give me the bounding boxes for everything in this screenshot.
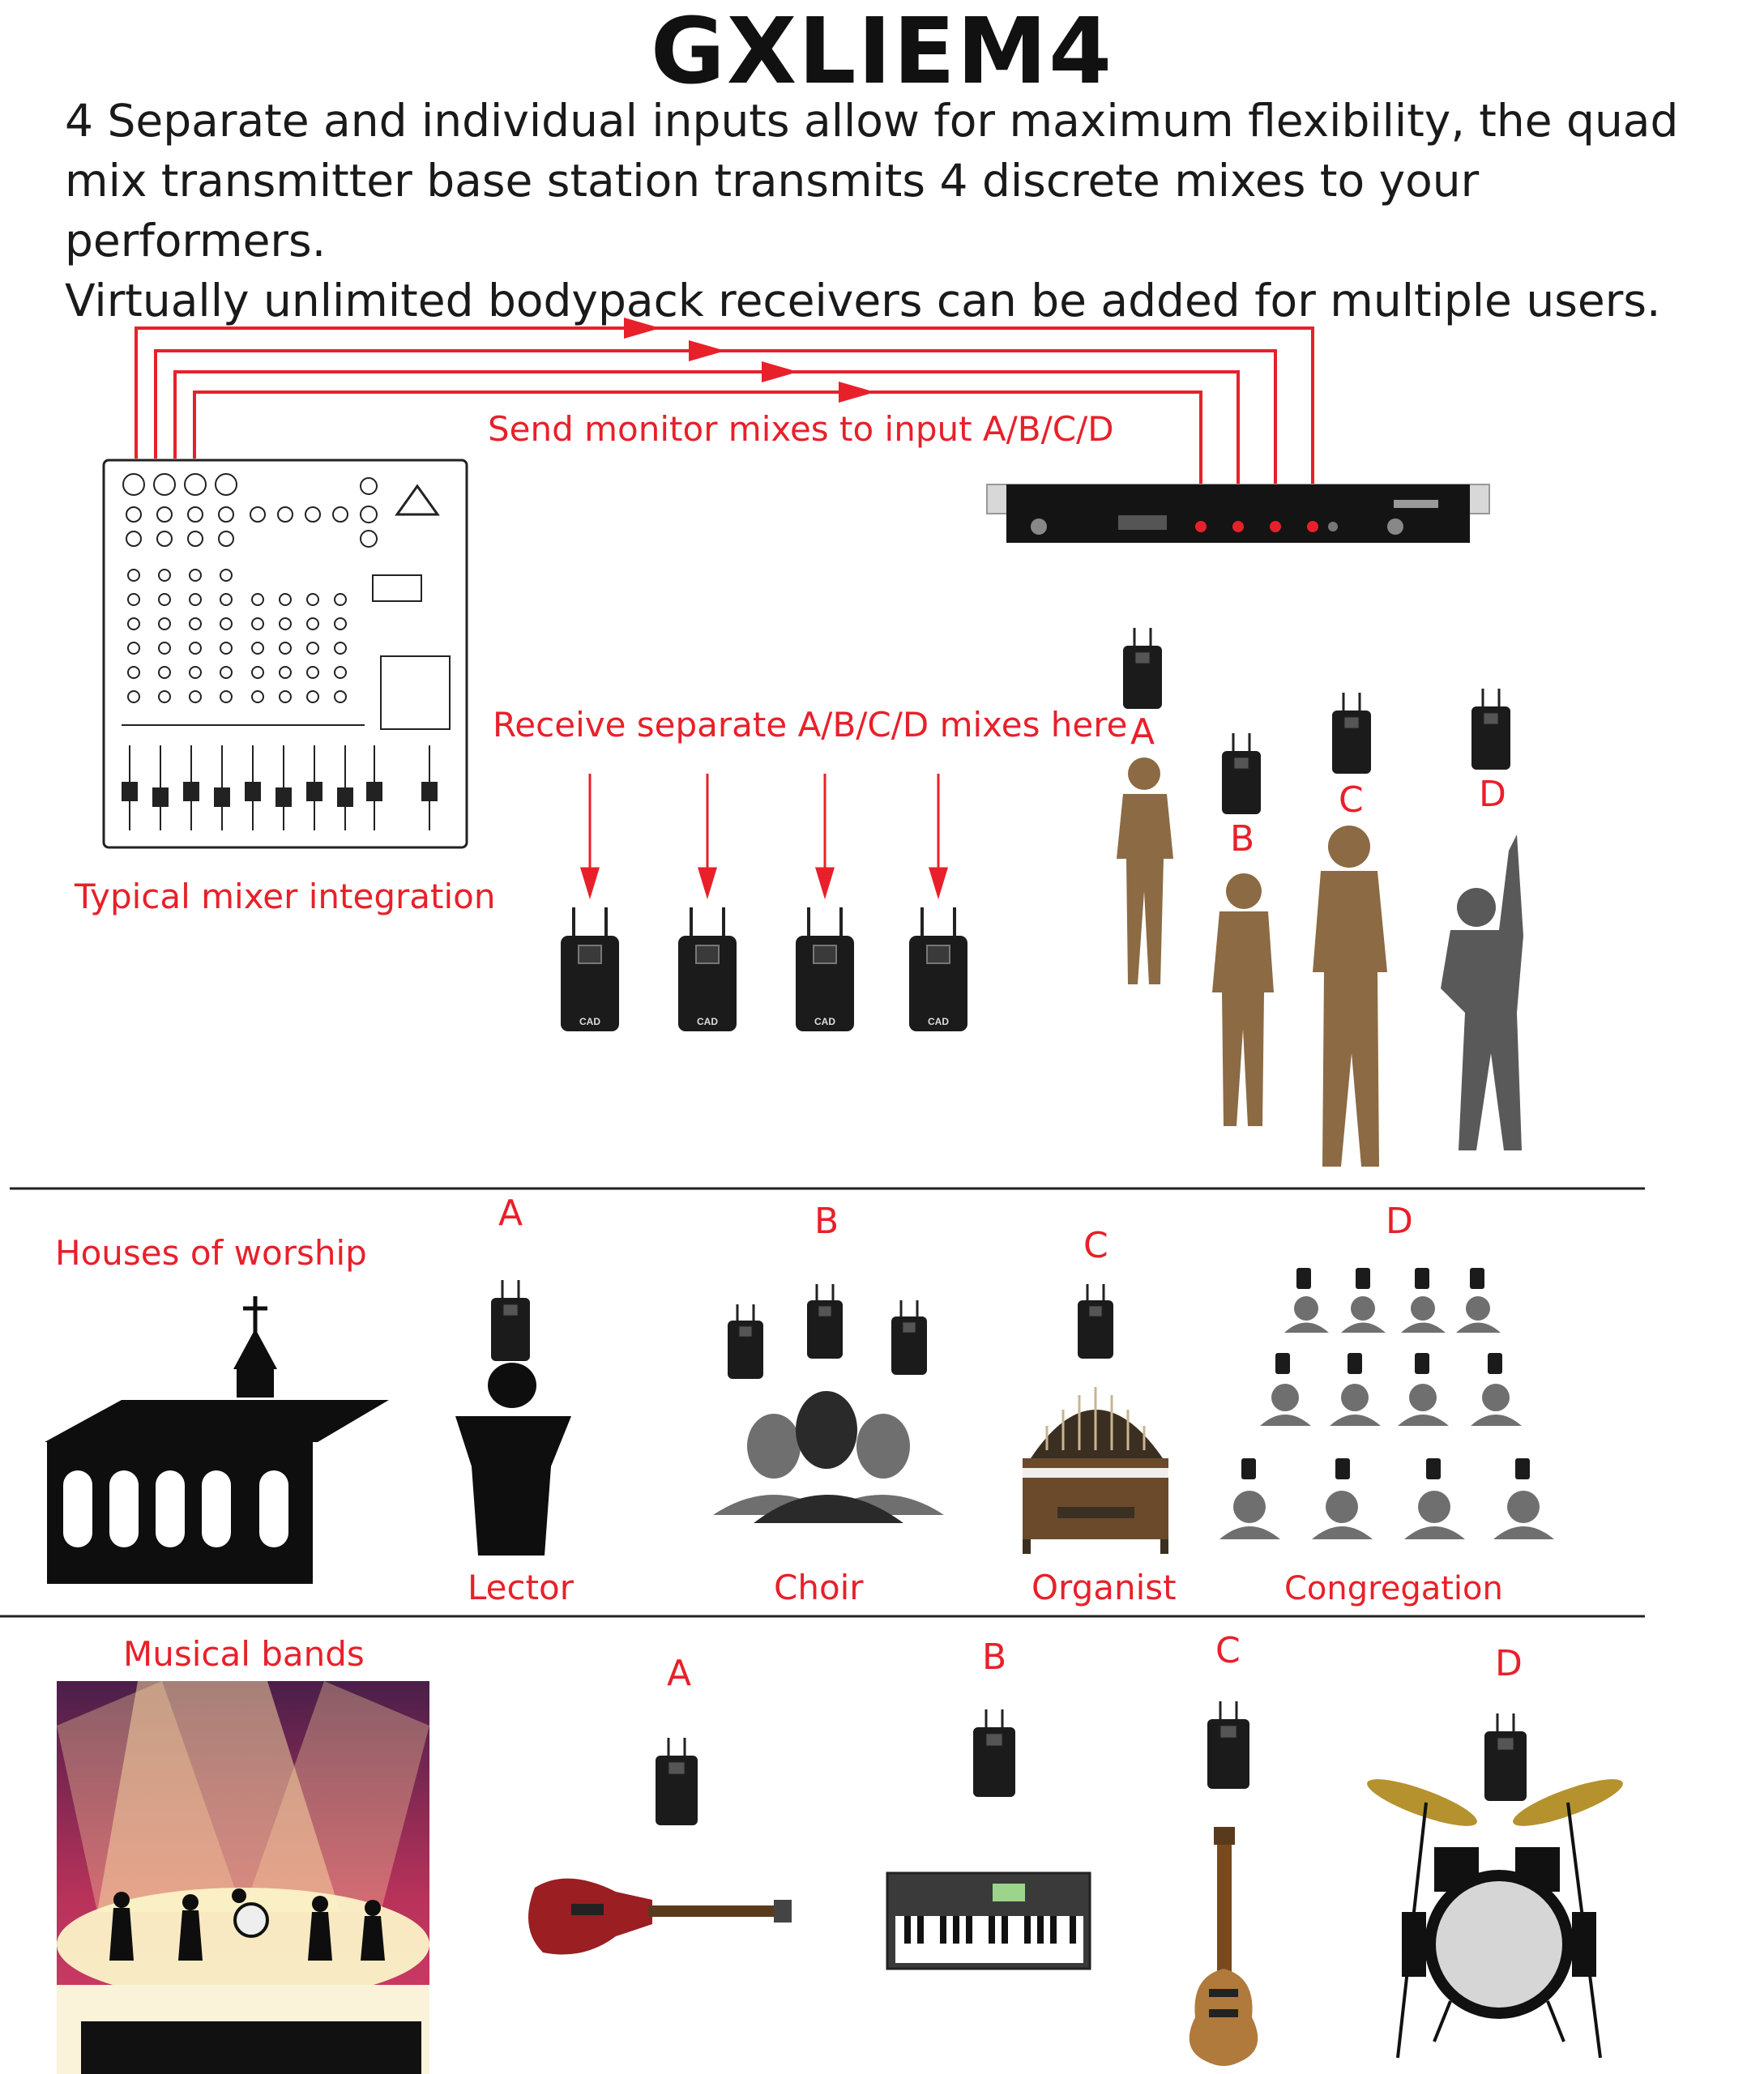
- caption-lector: Lector: [468, 1568, 574, 1607]
- worship-letter-b: B: [814, 1201, 839, 1242]
- signal-arrowheads: [624, 318, 875, 403]
- caption-organist: Organist: [1031, 1568, 1177, 1607]
- band-letter-b: B: [982, 1637, 1007, 1678]
- svg-text:CAD: CAD: [697, 1016, 718, 1027]
- receive-arrows: [579, 774, 949, 900]
- congregation-icon: [1219, 1268, 1554, 1539]
- page-title: GXLIEM4: [650, 0, 1114, 105]
- worship-heading: Houses of worship: [55, 1233, 367, 1273]
- send-mixes-label: Send monitor mixes to input A/B/C/D: [488, 409, 1114, 449]
- organ-icon: [1023, 1284, 1168, 1554]
- lector-icon: [455, 1280, 571, 1556]
- intro-line: 4 Separate and individual inputs allow f…: [65, 95, 1679, 147]
- bodypack-row: CAD CAD CAD CAD: [561, 907, 967, 1031]
- band-bodypacks: [656, 1701, 1527, 1825]
- worship-letter-c: C: [1083, 1225, 1108, 1266]
- band-letter-a: A: [667, 1653, 692, 1694]
- performer-letter-d: D: [1479, 774, 1506, 815]
- transmitter-base-station: [986, 484, 1490, 543]
- choir-icon: [713, 1284, 944, 1523]
- concert-stage-image: [57, 1681, 429, 2074]
- bass-guitar-icon: [528, 1878, 792, 1955]
- mixer-integration-label: Typical mixer integration: [75, 877, 496, 916]
- caption-choir: Choir: [774, 1568, 864, 1607]
- intro-line: mix transmitter base station transmits 4…: [65, 155, 1480, 267]
- intro-text: 4 Separate and individual inputs allow f…: [65, 91, 1726, 331]
- caption-congregation: Congregation: [1284, 1570, 1503, 1607]
- svg-text:CAD: CAD: [579, 1016, 600, 1027]
- intro-line: Virtually unlimited bodypack receivers c…: [65, 275, 1661, 326]
- band-letter-c: C: [1215, 1630, 1241, 1671]
- keyboard-icon: [886, 1871, 1091, 1970]
- svg-text:CAD: CAD: [928, 1016, 949, 1027]
- band-letter-d: D: [1495, 1643, 1523, 1684]
- svg-text:CAD: CAD: [814, 1016, 835, 1027]
- performer-letter-c: C: [1339, 779, 1364, 821]
- mixer: [102, 459, 468, 849]
- worship-letter-d: D: [1386, 1201, 1413, 1242]
- performer-letter-b: B: [1230, 818, 1255, 860]
- bands-heading: Musical bands: [123, 1634, 365, 1674]
- performer-letter-a: A: [1130, 711, 1155, 753]
- worship-letter-a: A: [498, 1193, 523, 1234]
- performer-bodypacks: [1123, 628, 1510, 814]
- receive-mixes-label: Receive separate A/B/C/D mixes here: [493, 705, 1128, 745]
- church-icon: [45, 1296, 389, 1584]
- drum-kit-icon: [1367, 1779, 1623, 2059]
- performer-silhouettes: [1117, 757, 1523, 1167]
- electric-guitar-icon: [1189, 1827, 1258, 2066]
